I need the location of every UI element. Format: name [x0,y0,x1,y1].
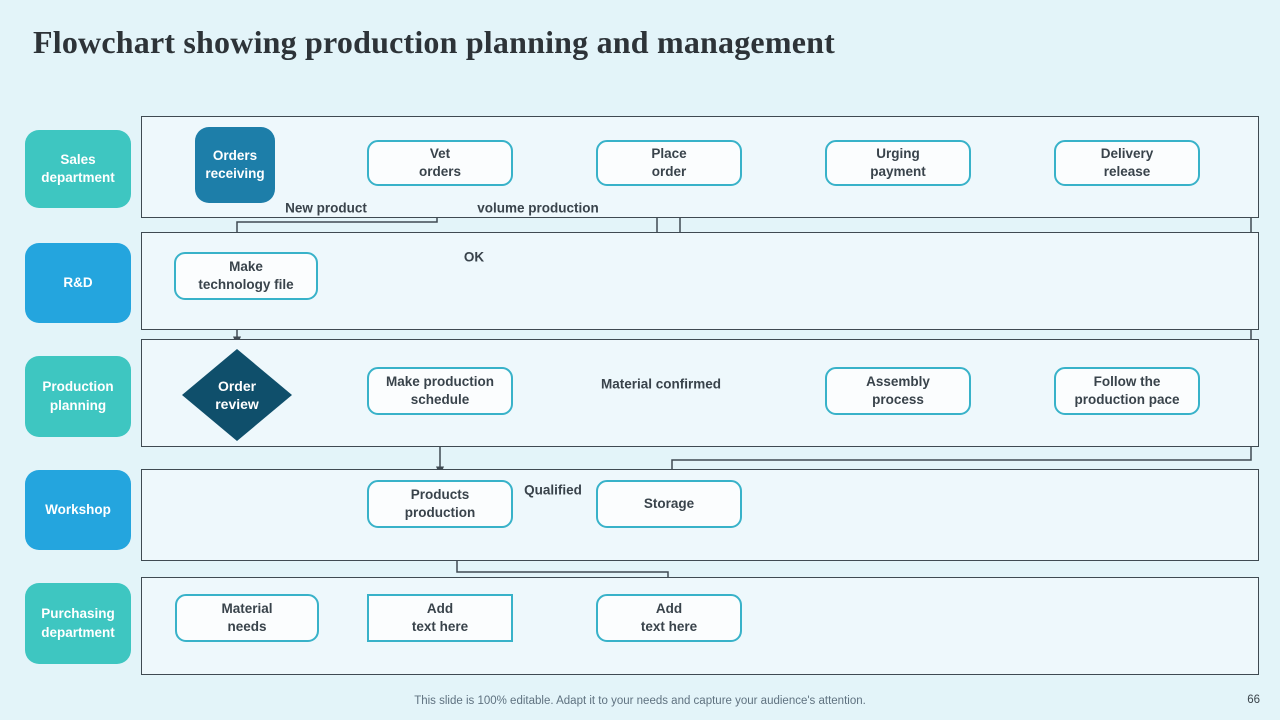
node-urging-payment[interactable]: Urging payment [825,140,971,186]
node-orders-receiving[interactable]: Orders receiving [195,127,275,203]
node-delivery-release[interactable]: Delivery release [1054,140,1200,186]
node-products-production[interactable]: Products production [367,480,513,528]
node-material-needs[interactable]: Material needs [175,594,319,642]
lane-label-rnd[interactable]: R&D [25,243,131,323]
node-assembly-process[interactable]: Assembly process [825,367,971,415]
lane-label-workshop[interactable]: Workshop [25,470,131,550]
footer-note: This slide is 100% editable. Adapt it to… [414,695,866,707]
page-number: 66 [1247,694,1260,706]
node-make-production-schedule[interactable]: Make production schedule [367,367,513,415]
edge-label-qualified: Qualified [524,482,582,498]
page-title: Flowchart showing production planning an… [33,24,835,60]
lane-label-sales[interactable]: Sales department [25,130,131,208]
lane-rect-rnd [141,232,1259,330]
node-follow-production-pace[interactable]: Follow the production pace [1054,367,1200,415]
node-vet-orders[interactable]: Vet orders [367,140,513,186]
node-add-text-here-1[interactable]: Add text here [367,594,513,642]
edge-label-ok: OK [463,249,485,265]
lane-label-purchasing[interactable]: Purchasing department [25,583,131,664]
edge-label-material-confirmed: Material confirmed [600,376,722,392]
node-place-order[interactable]: Place order [596,140,742,186]
node-storage[interactable]: Storage [596,480,742,528]
node-add-text-here-2[interactable]: Add text here [596,594,742,642]
node-make-technology-file[interactable]: Make technology file [174,252,318,300]
lane-label-production-planning[interactable]: Production planning [25,356,131,437]
edge-label-new-product: New product [285,200,367,216]
edge-label-volume-production: volume production [477,200,599,216]
